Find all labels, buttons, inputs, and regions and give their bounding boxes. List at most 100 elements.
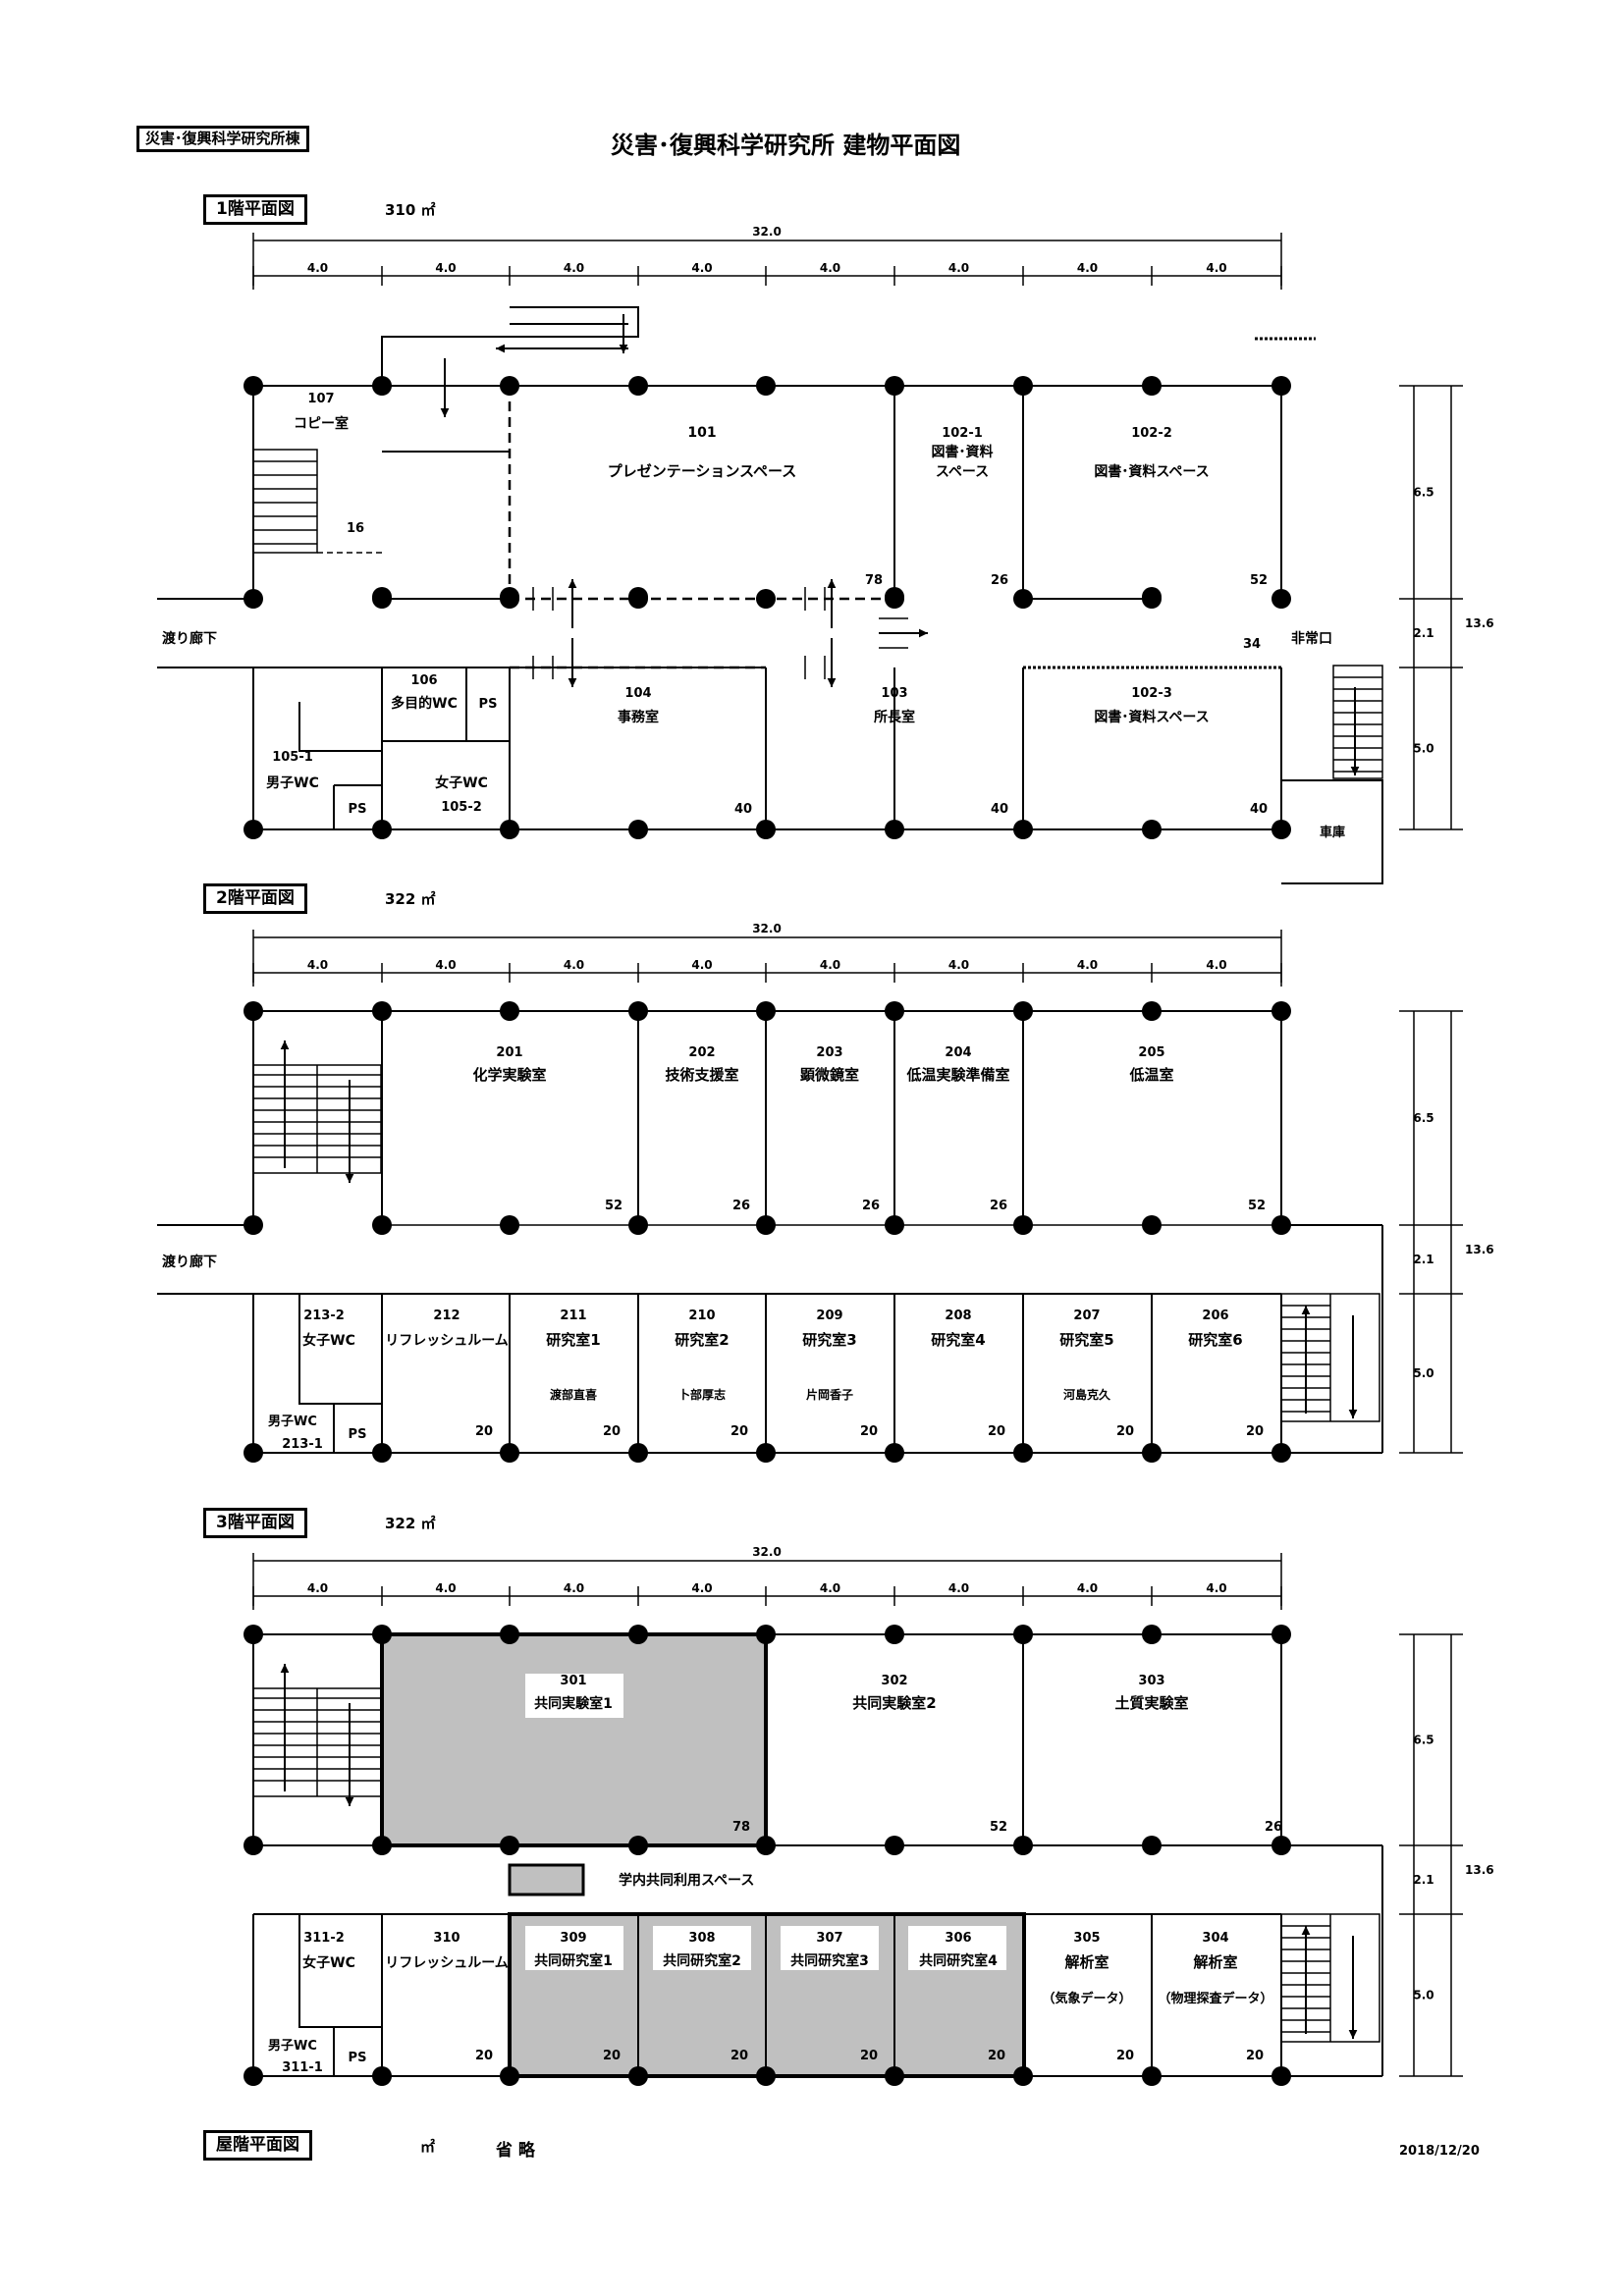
room-text-f1-1021n2: スペース	[936, 464, 989, 480]
room-text-f1-40b: 40	[991, 802, 1008, 817]
column	[885, 820, 904, 839]
room-text-f2-203n: 顕微鏡室	[800, 1066, 859, 1084]
label-bg	[653, 1926, 751, 1970]
column	[628, 1215, 648, 1235]
column	[756, 1215, 776, 1235]
room-text-f2-212: 212	[433, 1308, 460, 1323]
column	[1142, 1836, 1162, 1855]
room-text-f3-301: 301	[560, 1674, 586, 1688]
column	[1013, 1836, 1033, 1855]
room-text-f3-303: 303	[1138, 1674, 1164, 1688]
arrow-head	[827, 677, 837, 687]
room-text-f2-208n: 研究室4	[931, 1331, 985, 1349]
column	[243, 2066, 263, 2086]
label-bg	[525, 1926, 623, 1970]
room-text-f2-26b: 26	[862, 1199, 880, 1213]
room-text-f2-207p: 河島克久	[1062, 1387, 1111, 1402]
shared-space-301	[380, 1632, 768, 1847]
room-text-f2-52a: 52	[605, 1199, 622, 1213]
room-text-f1-1052n: 女子WC	[435, 774, 488, 791]
dim-bay: 4.0	[307, 1581, 328, 1595]
dim-bay: 4.0	[1077, 1581, 1098, 1595]
dim-bay: 4.0	[1206, 958, 1226, 972]
room-text-f1-1052: 105-2	[441, 800, 482, 815]
column	[500, 2066, 519, 2086]
column	[885, 1836, 904, 1855]
room-text-f1-101: 101	[687, 425, 716, 441]
dim-total: 32.0	[752, 922, 782, 935]
column	[1271, 1215, 1291, 1235]
floor-3-area: 322 ㎡	[385, 1515, 436, 1532]
dim-bay: 4.0	[1206, 261, 1226, 275]
room-text-f2-2131: 213-1	[282, 1437, 323, 1452]
room-text-f3-304n: 解析室	[1193, 1953, 1237, 1971]
arrow-head	[345, 1796, 354, 1806]
room-text-f3-3112n: 女子WC	[302, 1954, 355, 1971]
room-text-f3-20f: 20	[1116, 2049, 1134, 2063]
room-text-f3-304s: （物理探査データ）	[1158, 1991, 1272, 2006]
room-text-f3-20d: 20	[860, 2049, 878, 2063]
room-text-f2-212n: リフレッシュルーム	[385, 1333, 509, 1349]
dim-bay: 4.0	[948, 958, 969, 972]
column	[1142, 1625, 1162, 1644]
dim-bay: 4.0	[435, 261, 456, 275]
building-badge: 災害･復興科学研究所棟	[136, 126, 309, 152]
room-text-f3-310n: リフレッシュルーム	[385, 1955, 509, 1971]
column	[628, 2066, 648, 2086]
column	[1271, 589, 1291, 609]
column	[756, 1836, 776, 1855]
room-text-f2-207: 207	[1073, 1308, 1100, 1323]
room-text-f1-1051n: 男子WC	[266, 775, 319, 791]
arrow-head	[280, 1041, 290, 1050]
arrow-head	[568, 579, 577, 589]
room-text-f1-1023: 102-3	[1131, 686, 1172, 701]
room-text-f1-103n: 所長室	[874, 709, 915, 725]
room-text-f1-ps1: PS	[479, 697, 498, 712]
page-title: 災害･復興科学研究所 建物平面図	[611, 132, 961, 159]
dim-bay: 4.0	[564, 261, 584, 275]
column	[1271, 1001, 1291, 1021]
arrow-head	[827, 579, 837, 589]
arrow-head	[918, 628, 928, 638]
dim-depth-corridor: 2.1	[1413, 1873, 1434, 1887]
floor-3-label: 3階平面図	[203, 1508, 307, 1538]
column	[1142, 376, 1162, 396]
column	[885, 376, 904, 396]
room-text-f2-ps: PS	[349, 1427, 367, 1442]
column	[1271, 376, 1291, 396]
column	[628, 1625, 648, 1644]
room-text-f3-302n: 共同実験室2	[852, 1694, 936, 1712]
column	[1142, 1001, 1162, 1021]
room-text-f3-legend: 学内共同利用スペース	[619, 1872, 754, 1889]
column	[756, 1443, 776, 1463]
room-text-f3-306n: 共同研究室4	[919, 1952, 998, 1969]
dim-bay: 4.0	[564, 958, 584, 972]
room-text-f3-308n: 共同研究室2	[663, 1952, 741, 1969]
column	[500, 1836, 519, 1855]
room-text-f2-26a: 26	[732, 1199, 750, 1213]
dim-bay: 4.0	[691, 1581, 712, 1595]
dim-bay: 4.0	[435, 958, 456, 972]
room-text-f1-1051: 105-1	[272, 750, 313, 765]
column	[243, 1001, 263, 1021]
dim-bay: 4.0	[820, 1581, 840, 1595]
room-text-f1-40c: 40	[1250, 802, 1268, 817]
column	[885, 2066, 904, 2086]
room-text-f3-309n: 共同研究室1	[534, 1952, 613, 1969]
room-text-f1-1021: 102-1	[942, 426, 983, 441]
column	[500, 1625, 519, 1644]
column	[1271, 1443, 1291, 1463]
room-text-f2-20c: 20	[730, 1424, 748, 1439]
column	[885, 1215, 904, 1235]
column	[1013, 1443, 1033, 1463]
room-text-f3-306: 306	[945, 1931, 971, 1946]
column	[885, 1443, 904, 1463]
arrow-head	[496, 344, 506, 353]
dim-depth-total: 13.6	[1465, 1863, 1494, 1877]
room-text-f2-202n: 技術支援室	[665, 1066, 738, 1084]
room-text-f2-20f: 20	[1116, 1424, 1134, 1439]
dim-bay: 4.0	[948, 1581, 969, 1595]
roof-label: 屋階平面図	[203, 2130, 312, 2161]
room-text-f2-209n: 研究室3	[802, 1331, 856, 1349]
room-text-f3-26: 26	[1265, 1820, 1282, 1835]
